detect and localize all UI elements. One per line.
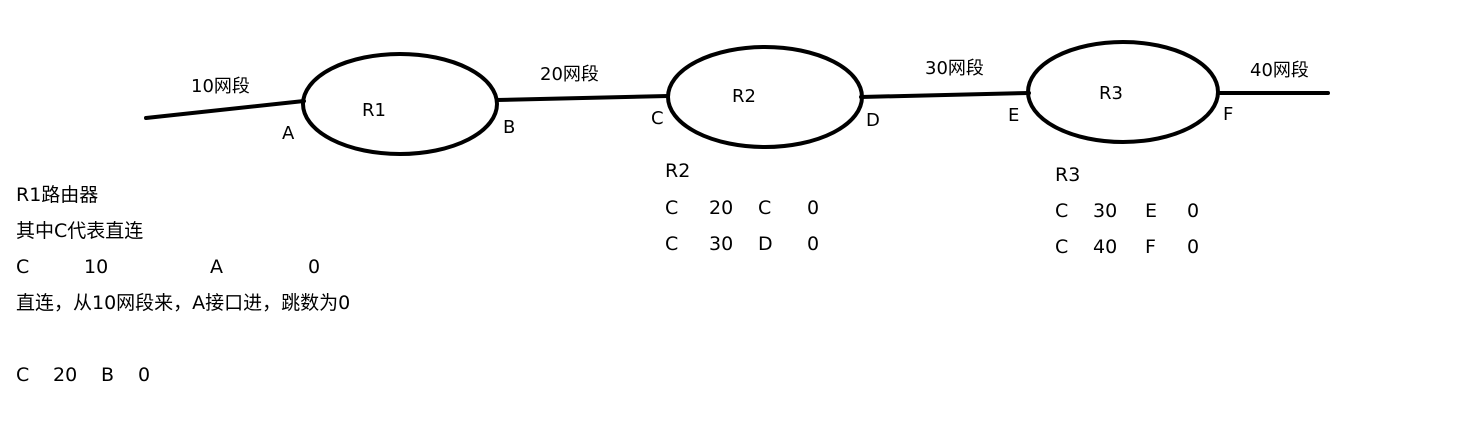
r1-notes-title: R1路由器 — [16, 184, 99, 206]
link-20-segment — [495, 94, 670, 102]
r2-row2-network: 30 — [709, 233, 734, 255]
r1-row2-interface: B — [101, 364, 115, 386]
router-r2-ellipse — [666, 45, 864, 149]
router-r2-label: R2 — [732, 86, 756, 107]
r1-row2-hops: 0 — [138, 364, 151, 386]
interface-d-label: D — [866, 110, 880, 131]
r2-table-title: R2 — [665, 160, 691, 182]
r2-row1-interface: C — [758, 197, 772, 219]
r1-row1-hops: 0 — [308, 256, 321, 278]
r3-table-title: R3 — [1055, 164, 1081, 186]
segment-20-label: 20网段 — [540, 64, 599, 85]
interface-b-label: B — [503, 117, 515, 138]
link-30-segment — [859, 91, 1031, 99]
r2-row2-hops: 0 — [807, 233, 820, 255]
r3-row1-interface: E — [1145, 200, 1158, 222]
interface-e-label: E — [1008, 105, 1019, 126]
r3-row1-hops: 0 — [1187, 200, 1200, 222]
r2-row1-hops: 0 — [807, 197, 820, 219]
r2-row1-type: C — [665, 197, 679, 219]
r3-row1-type: C — [1055, 200, 1069, 222]
router-r1-ellipse — [301, 52, 499, 156]
link-10-segment — [144, 99, 306, 120]
r1-row1-interface: A — [210, 256, 223, 278]
interface-c-label: C — [651, 108, 664, 129]
router-r1-label: R1 — [362, 100, 386, 121]
r3-row1-network: 30 — [1093, 200, 1118, 222]
r2-row2-interface: D — [758, 233, 773, 255]
r3-row2-hops: 0 — [1187, 236, 1200, 258]
segment-40-label: 40网段 — [1250, 60, 1309, 81]
r2-row1-network: 20 — [709, 197, 734, 219]
router-r3-label: R3 — [1099, 83, 1123, 104]
r1-notes-legend: 其中C代表直连 — [16, 220, 144, 242]
r1-notes-explanation: 直连，从10网段来，A接口进，跳数为0 — [16, 292, 351, 314]
r1-row1-network: 10 — [84, 256, 109, 278]
r1-row1-type: C — [16, 256, 30, 278]
interface-f-label: F — [1223, 104, 1233, 125]
r3-row2-network: 40 — [1093, 236, 1118, 258]
r1-row2-type: C — [16, 364, 30, 386]
segment-30-label: 30网段 — [925, 58, 984, 79]
router-r3-ellipse — [1026, 40, 1220, 144]
r3-row2-type: C — [1055, 236, 1069, 258]
r2-row2-type: C — [665, 233, 679, 255]
interface-a-label: A — [282, 123, 295, 144]
segment-10-label: 10网段 — [191, 76, 250, 97]
r3-row2-interface: F — [1145, 236, 1156, 258]
r1-row2-network: 20 — [53, 364, 78, 386]
